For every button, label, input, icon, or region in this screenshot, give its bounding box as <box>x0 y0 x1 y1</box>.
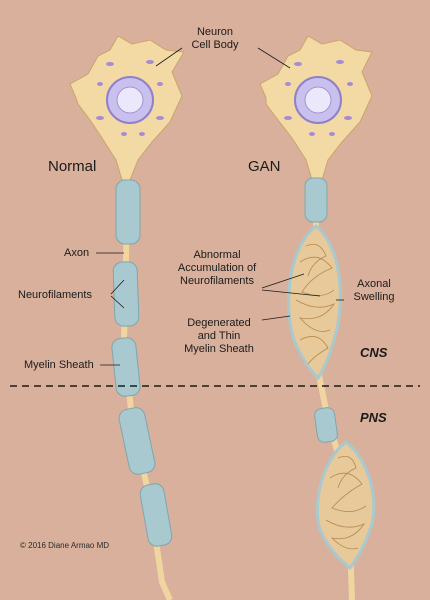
normal-neuron <box>69 35 185 600</box>
neuron-cell-body-label: Neuron Cell Body <box>175 26 255 52</box>
gan-organelles <box>284 60 353 136</box>
degenerated-label-line-2: and Thin <box>197 330 241 342</box>
degenerated-label-line-1: Degenerated <box>187 317 251 329</box>
degenerated-label-line-3: Myelin Sheath <box>184 343 254 355</box>
abnormal-label-line-1: Abnormal <box>193 249 241 261</box>
axonal-swelling-label: Axonal Swelling <box>344 278 404 304</box>
gan-axonal-swelling-pns <box>315 440 376 571</box>
normal-nucleolus <box>116 86 144 114</box>
gan-neuron <box>259 35 376 600</box>
gan-neurofilament-tangle-pns <box>325 455 367 550</box>
gan-axonal-swelling-cns <box>287 224 342 381</box>
copyright-notice: © 2016 Diane Armao MD <box>20 541 110 550</box>
normal-heading: Normal <box>48 158 97 175</box>
degenerated-myelin-label: Degenerated and Thin Myelin Sheath <box>176 317 262 356</box>
neurofilaments-label: Neurofilaments <box>18 289 92 301</box>
leader-lines <box>96 47 344 366</box>
swelling-label-line-1: Axonal <box>357 278 391 290</box>
pns-label: PNS <box>360 410 387 425</box>
cell-body-label-line-1: Neuron <box>196 26 234 38</box>
myelin-sheath-label: Myelin Sheath <box>24 359 94 371</box>
abnormal-label-line-3: Neurofilaments <box>180 275 254 287</box>
abnormal-accumulation-label: Abnormal Accumulation of Neurofilaments <box>170 249 264 288</box>
gan-nucleolus <box>304 86 332 114</box>
gan-thin-myelin <box>304 177 338 443</box>
gan-neurofilament-tangle-cns <box>295 243 336 365</box>
gan-heading: GAN <box>248 158 281 175</box>
cns-label: CNS <box>360 345 388 360</box>
normal-organelles <box>96 60 164 136</box>
axon-label: Axon <box>64 247 90 259</box>
abnormal-label-line-2: Accumulation of <box>177 262 257 274</box>
swelling-label-line-2: Swelling <box>353 291 395 303</box>
normal-myelin-sheath <box>111 179 173 547</box>
cell-body-label-line-2: Cell Body <box>191 39 239 51</box>
